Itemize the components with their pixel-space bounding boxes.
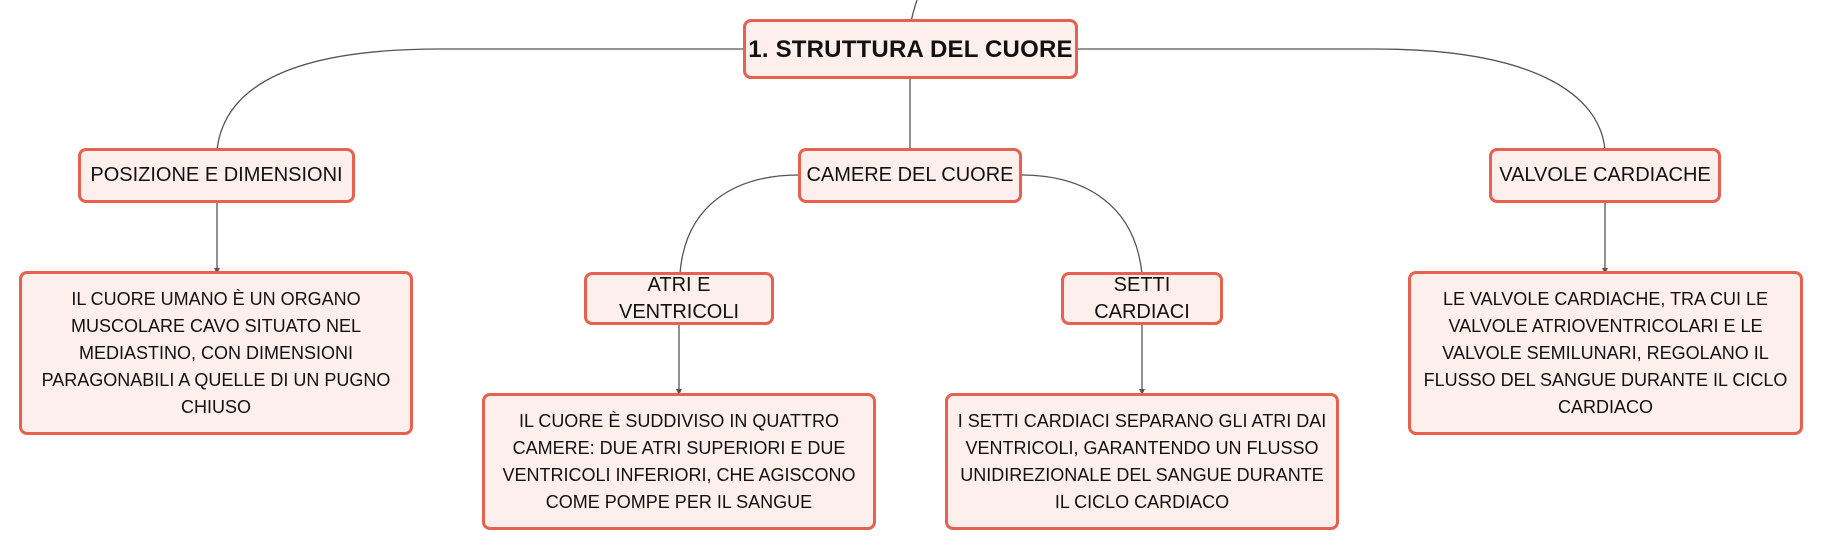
connector-root-to-posizione [216,48,744,151]
arrowhead-setti-desc [1139,389,1145,395]
topic-atri-e-ventricoli[interactable]: ATRI E VENTRICOLI [584,272,774,325]
description-valvole-cardiache[interactable]: LE VALVOLE CARDIACHE, TRA CUI LE VALVOLE… [1408,271,1803,435]
description-posizione-e-dimensioni[interactable]: IL CUORE UMANO È UN ORGANO MUSCOLARE CAV… [19,271,413,435]
description-setti-cardiaci[interactable]: I SETTI CARDIACI SEPARANO GLI ATRI DAI V… [945,393,1339,530]
connector-camere-to-setti [1020,174,1143,275]
description-atri-e-ventricoli[interactable]: IL CUORE È SUDDIVISO IN QUATTRO CAMERE: … [482,393,876,530]
arrowhead-atri-desc [676,389,682,395]
root-topic[interactable]: 1. STRUTTURA DEL CUORE [743,19,1078,79]
connector-root-to-valvole [1078,48,1606,151]
connector-camere-to-atri [679,174,800,275]
topic-valvole-cardiache[interactable]: VALVOLE CARDIACHE [1489,148,1721,203]
topic-setti-cardiaci[interactable]: SETTI CARDIACI [1061,272,1223,325]
topic-camere-del-cuore[interactable]: CAMERE DEL CUORE [798,148,1022,203]
topic-posizione-e-dimensioni[interactable]: POSIZIONE E DIMENSIONI [78,148,355,203]
